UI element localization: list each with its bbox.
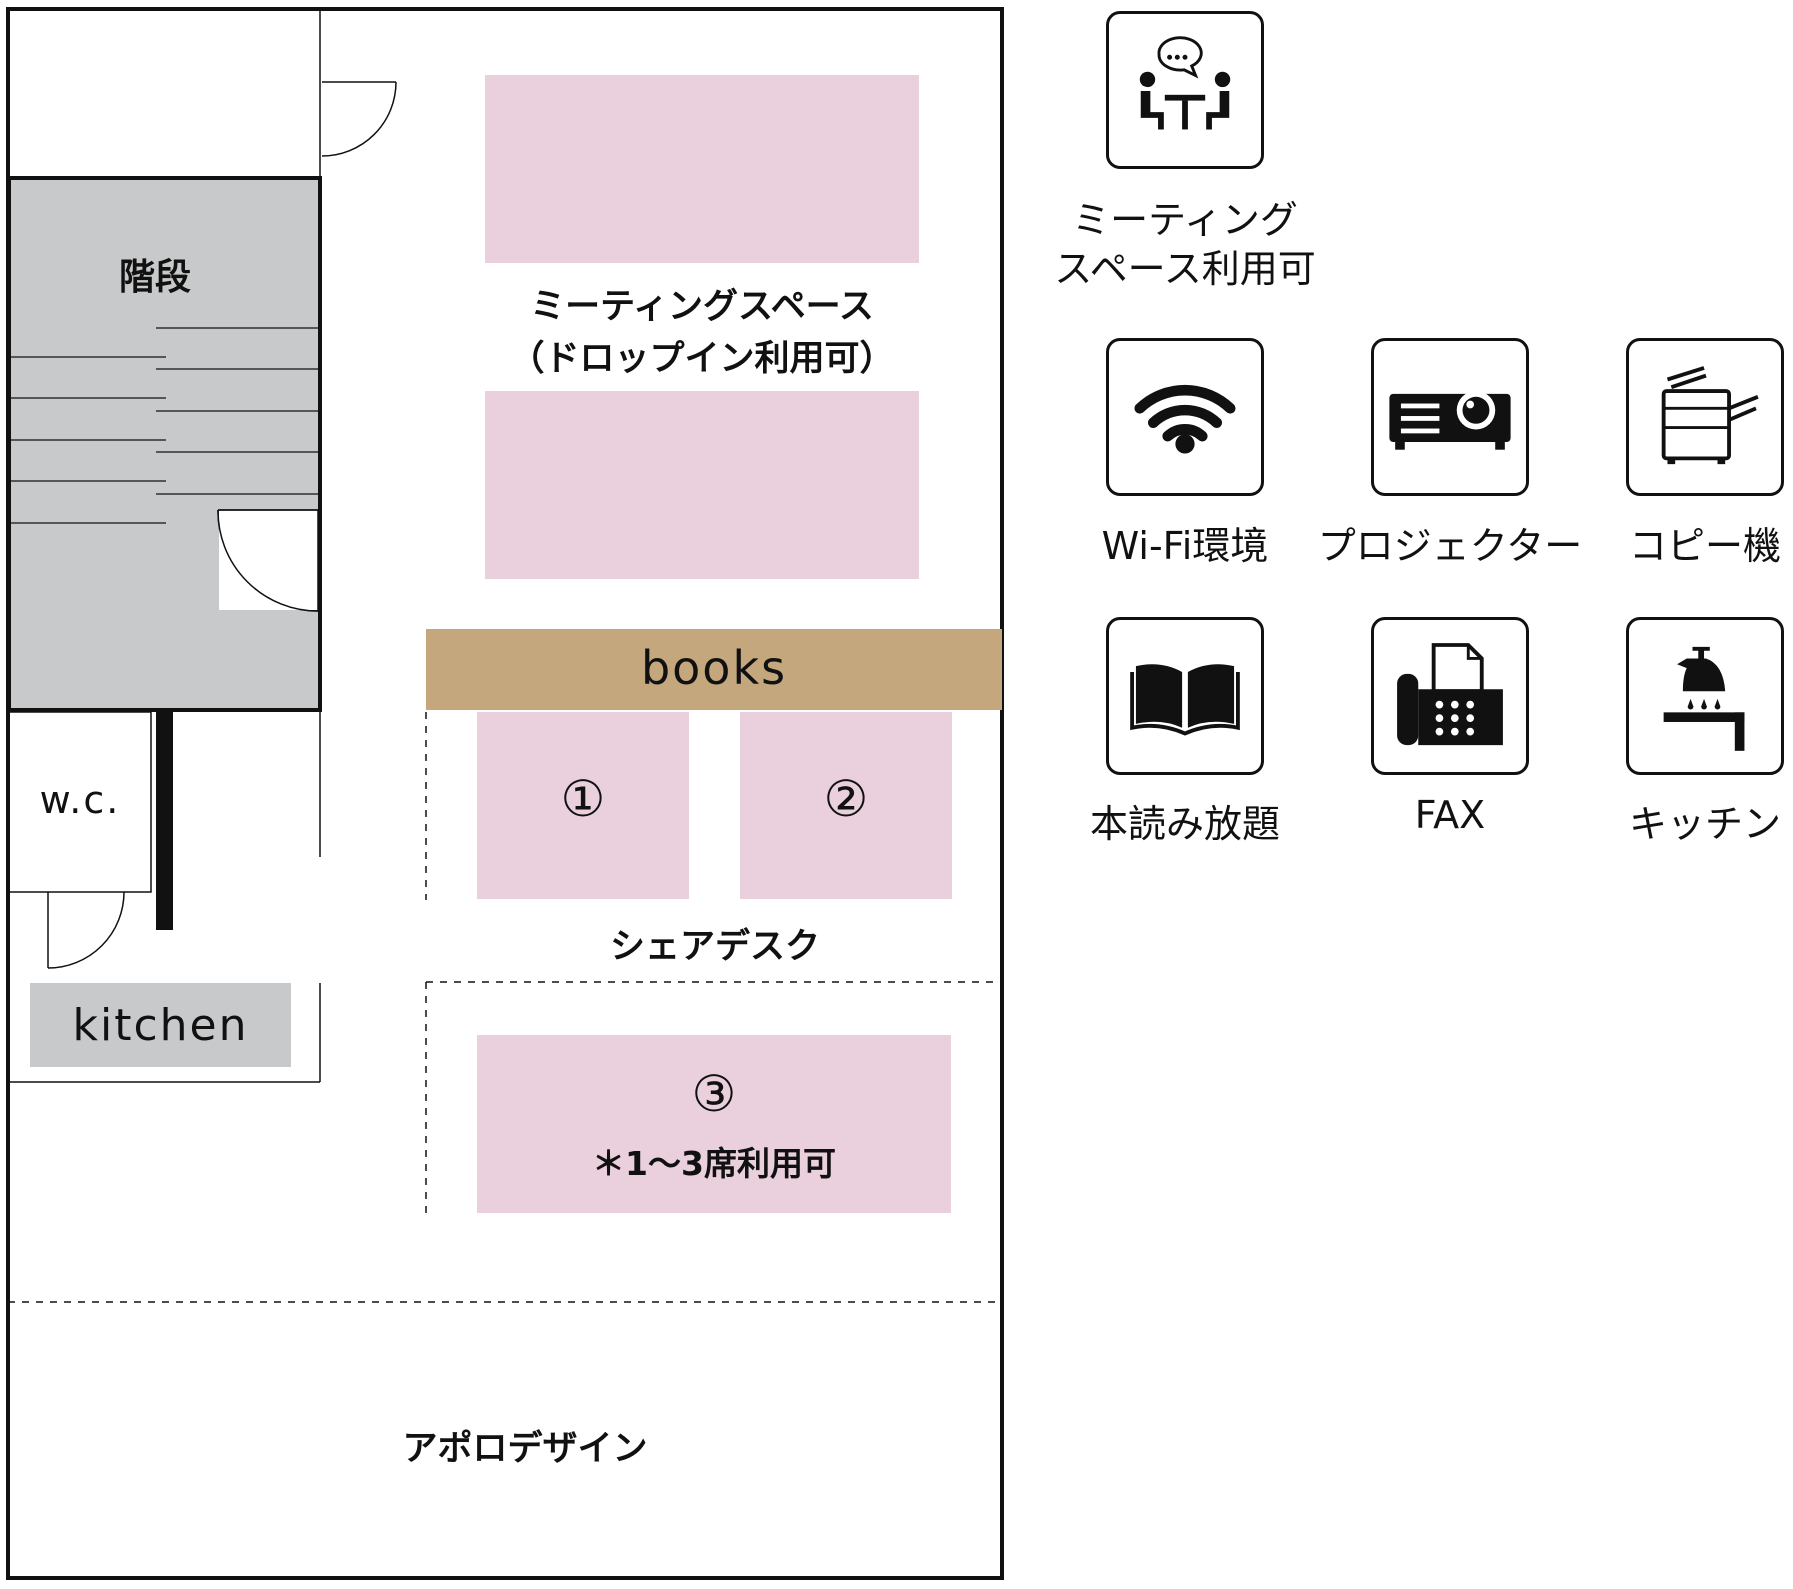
share-desk-3	[477, 1035, 951, 1213]
projector-icon	[1371, 338, 1529, 496]
share-desk-2	[740, 712, 952, 899]
book-icon	[1106, 617, 1264, 775]
amenities-legend: ミーティング スペース利用可 Wi-Fi環境 プロジェクター	[1030, 0, 1793, 900]
meeting-table-top	[485, 75, 919, 263]
stairs	[7, 176, 322, 712]
kitchen-caption: キッチン	[1628, 802, 1781, 846]
projector-caption: プロジェクター	[1317, 524, 1583, 568]
share-desk-1	[477, 712, 689, 899]
meeting-space-label: ミーティングスペース	[530, 287, 874, 327]
meeting-space-sublabel: （ドロップイン利用可）	[509, 339, 895, 379]
copier-icon	[1626, 338, 1784, 496]
desk-3-note: ＊1〜3席利用可	[592, 1144, 836, 1183]
fax-icon	[1371, 617, 1529, 775]
apollo-design-label: アポロデザイン	[402, 1429, 648, 1469]
desk-2-label: ②	[823, 770, 869, 828]
stairs-label: 階段	[118, 257, 191, 298]
fax-caption: FAX	[1414, 793, 1486, 837]
book-caption: 本読み放題	[1089, 802, 1280, 846]
floor-plan: 階段 w.c. kitchen ミーティングスペース （ドロップイン利用可） b…	[6, 7, 1004, 1580]
wc-label: w.c.	[39, 778, 121, 822]
wifi-caption: Wi-Fi環境	[1101, 524, 1269, 568]
kitchen-icon	[1626, 617, 1784, 775]
inner-walls	[7, 9, 1004, 1303]
meeting-icon	[1106, 11, 1264, 169]
stair-steps	[11, 327, 319, 612]
share-desk-label: シェアデスク	[609, 927, 820, 967]
books-shelf	[426, 629, 1002, 710]
meeting-caption-1: ミーティング	[1072, 198, 1298, 242]
meeting-table-bottom	[485, 391, 919, 579]
kitchen-counter	[30, 983, 291, 1067]
wifi-icon	[1106, 338, 1264, 496]
kitchen-label: kitchen	[72, 1000, 249, 1051]
desk-3-label: ③	[691, 1065, 737, 1123]
books-label: books	[640, 641, 788, 695]
copier-caption: コピー機	[1628, 524, 1781, 568]
meeting-caption-2: スペース利用可	[1054, 247, 1316, 291]
desk-1-label: ①	[560, 770, 606, 828]
